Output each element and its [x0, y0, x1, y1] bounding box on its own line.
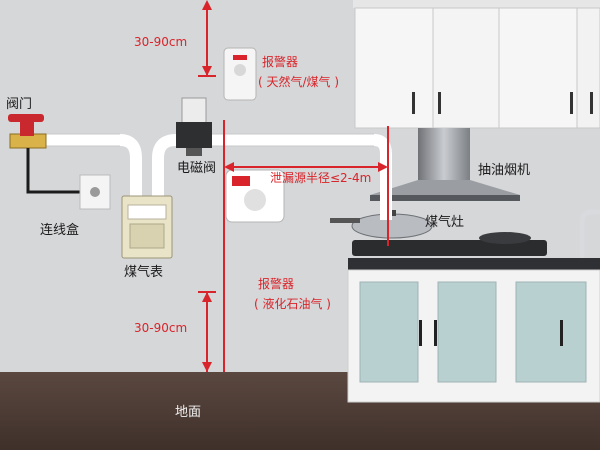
gas-pipes: [28, 134, 392, 220]
label-dimension-bottom: 30-90cm: [134, 321, 188, 335]
label-floor: 地面: [175, 405, 202, 420]
label-junction-box: 连线盒: [40, 223, 80, 238]
label-dimension-top: 30-90cm: [134, 35, 188, 49]
label-alarm-natural-gas-title: 报警器: [262, 55, 299, 69]
label-valve: 阀门: [6, 97, 33, 112]
label-gas-meter: 煤气表: [124, 265, 164, 280]
label-alarm-lpg-sub: ( 液化石油气 ): [254, 297, 331, 311]
alarm-lower-shape: [225, 169, 285, 223]
lower-cabinets: [347, 258, 600, 403]
label-radius: 泄漏源半径≤2-4m: [270, 171, 372, 185]
alarm-top-shape: [223, 47, 257, 101]
signal-cable: [26, 148, 92, 194]
label-alarm-lpg-title: 报警器: [258, 277, 295, 291]
label-solenoid-valve: 电磁阀: [177, 161, 217, 176]
label-alarm-natural-gas-sub: ( 天然气/煤气 ): [258, 75, 340, 89]
solenoid-valve-shape: [176, 97, 212, 156]
label-range-hood: 抽油烟机: [478, 163, 531, 178]
label-gas-stove: 煤气灶: [425, 215, 465, 230]
junction-box-shape: [79, 174, 111, 210]
upper-cabinets: [353, 0, 600, 129]
gas-meter-shape: [121, 195, 173, 259]
range-hood-shape: [370, 128, 520, 201]
faucet: [579, 209, 600, 258]
